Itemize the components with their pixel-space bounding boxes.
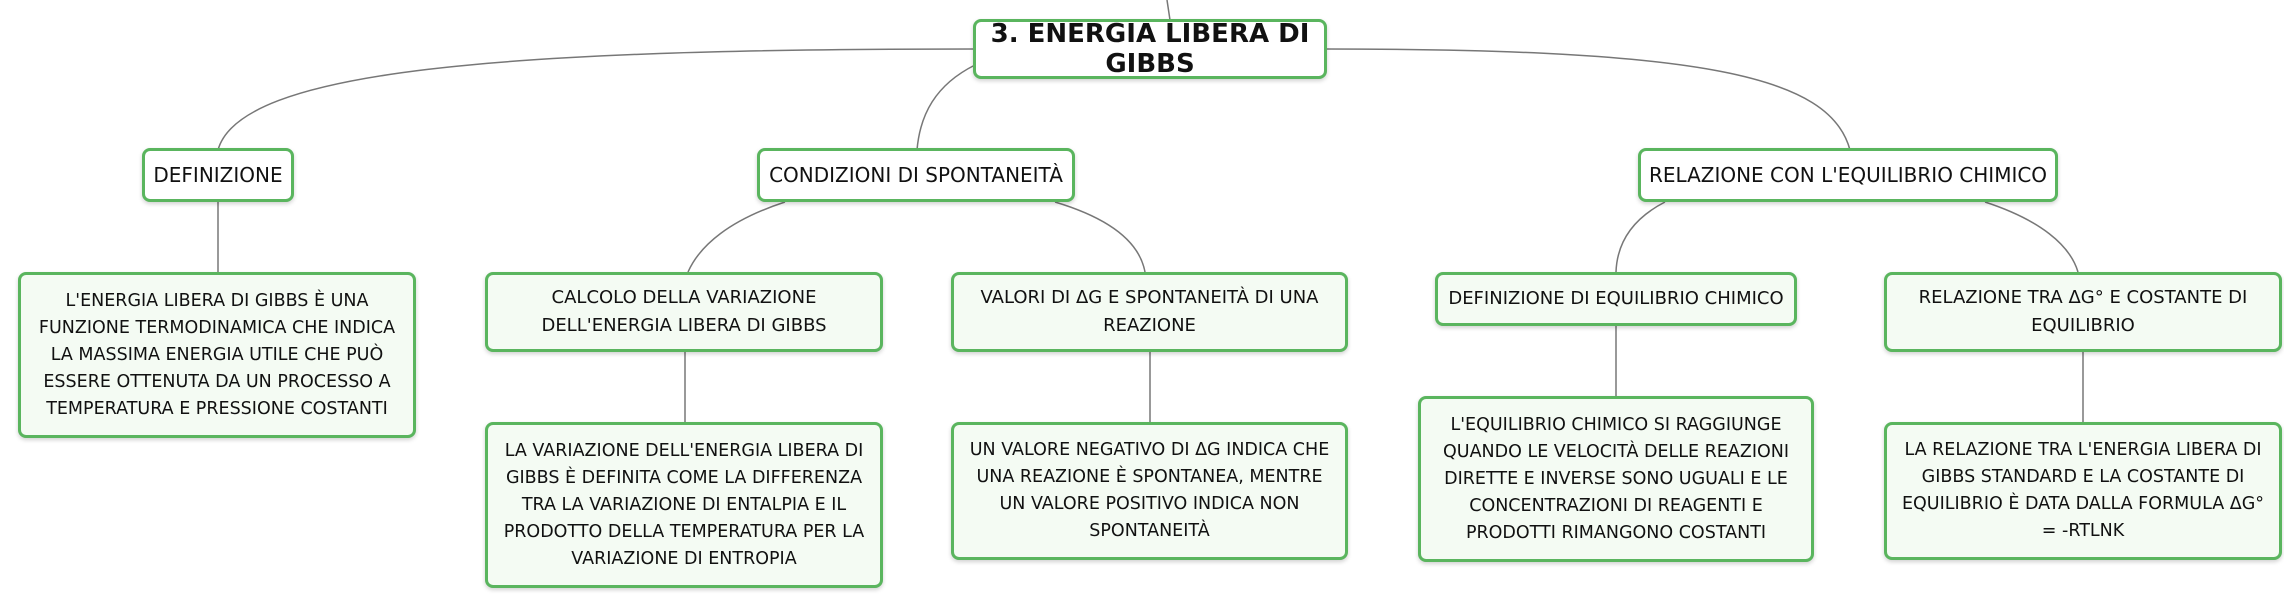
leaf-calcolo-variazione[interactable]: LA VARIAZIONE DELL'ENERGIA LIBERA DI GIB… <box>485 422 883 588</box>
branch-spontaneita[interactable]: CONDIZIONI DI SPONTANEITÀ <box>757 148 1075 202</box>
leaf-relazione-deltag-costante-text: LA RELAZIONE TRA L'ENERGIA LIBERA DI GIB… <box>1901 440 2265 541</box>
root-node[interactable]: 3. ENERGIA LIBERA DI GIBBS <box>973 19 1327 79</box>
leaf-valori-deltag-text: UN VALORE NEGATIVO DI ΔG INDICA CHE UNA … <box>969 440 1330 541</box>
leaf-calcolo-variazione-text: LA VARIAZIONE DELL'ENERGIA LIBERA DI GIB… <box>503 440 865 569</box>
branch-spontaneita-label: CONDIZIONI DI SPONTANEITÀ <box>769 163 1063 187</box>
leaf-definizione-equilibrio-text: L'EQUILIBRIO CHIMICO SI RAGGIUNGE QUANDO… <box>1442 414 1790 543</box>
link-spontaneita-sub1 <box>687 201 786 273</box>
link-spontaneita-sub2 <box>1054 201 1146 273</box>
leaf-definizione-text: L'ENERGIA LIBERA DI GIBBS È UNA FUNZIONE… <box>38 290 396 419</box>
sub-relazione-deltag-costante-label: RELAZIONE TRA ΔG° E COSTANTE DI EQUILIBR… <box>1918 287 2248 336</box>
link-equilibrio-sub2 <box>1984 201 2079 273</box>
sub-calcolo-variazione-label: CALCOLO DELLA VARIAZIONE DELL'ENERGIA LI… <box>541 287 827 336</box>
leaf-definizione[interactable]: L'ENERGIA LIBERA DI GIBBS È UNA FUNZIONE… <box>18 272 416 438</box>
sub-relazione-deltag-costante[interactable]: RELAZIONE TRA ΔG° E COSTANTE DI EQUILIBR… <box>1884 272 2282 352</box>
leaf-relazione-deltag-costante[interactable]: LA RELAZIONE TRA L'ENERGIA LIBERA DI GIB… <box>1884 422 2282 560</box>
leaf-valori-deltag[interactable]: UN VALORE NEGATIVO DI ΔG INDICA CHE UNA … <box>951 422 1348 560</box>
branch-equilibrio-label: RELAZIONE CON L'EQUILIBRIO CHIMICO <box>1648 163 2048 187</box>
branch-definizione-label: DEFINIZIONE <box>153 163 283 187</box>
link-root-spontaneita <box>916 64 976 151</box>
sub-definizione-equilibrio-label: DEFINIZIONE DI EQUILIBRIO CHIMICO <box>1448 288 1784 309</box>
sub-valori-deltag-label: VALORI DI ΔG E SPONTANEITÀ DI UNA REAZIO… <box>980 287 1319 336</box>
branch-equilibrio[interactable]: RELAZIONE CON L'EQUILIBRIO CHIMICO <box>1638 148 2058 202</box>
leaf-definizione-equilibrio[interactable]: L'EQUILIBRIO CHIMICO SI RAGGIUNGE QUANDO… <box>1418 396 1814 562</box>
sub-valori-deltag[interactable]: VALORI DI ΔG E SPONTANEITÀ DI UNA REAZIO… <box>951 272 1348 352</box>
branch-definizione[interactable]: DEFINIZIONE <box>142 148 294 202</box>
sub-definizione-equilibrio[interactable]: DEFINIZIONE DI EQUILIBRIO CHIMICO <box>1435 272 1797 326</box>
link-root-definizione <box>217 48 976 151</box>
link-equilibrio-sub1 <box>1615 201 1666 273</box>
link-root-parent <box>1166 0 1171 21</box>
root-label: 3. ENERGIA LIBERA DI GIBBS <box>990 19 1310 79</box>
link-root-equilibrio <box>1324 48 1851 151</box>
sub-calcolo-variazione[interactable]: CALCOLO DELLA VARIAZIONE DELL'ENERGIA LI… <box>485 272 883 352</box>
